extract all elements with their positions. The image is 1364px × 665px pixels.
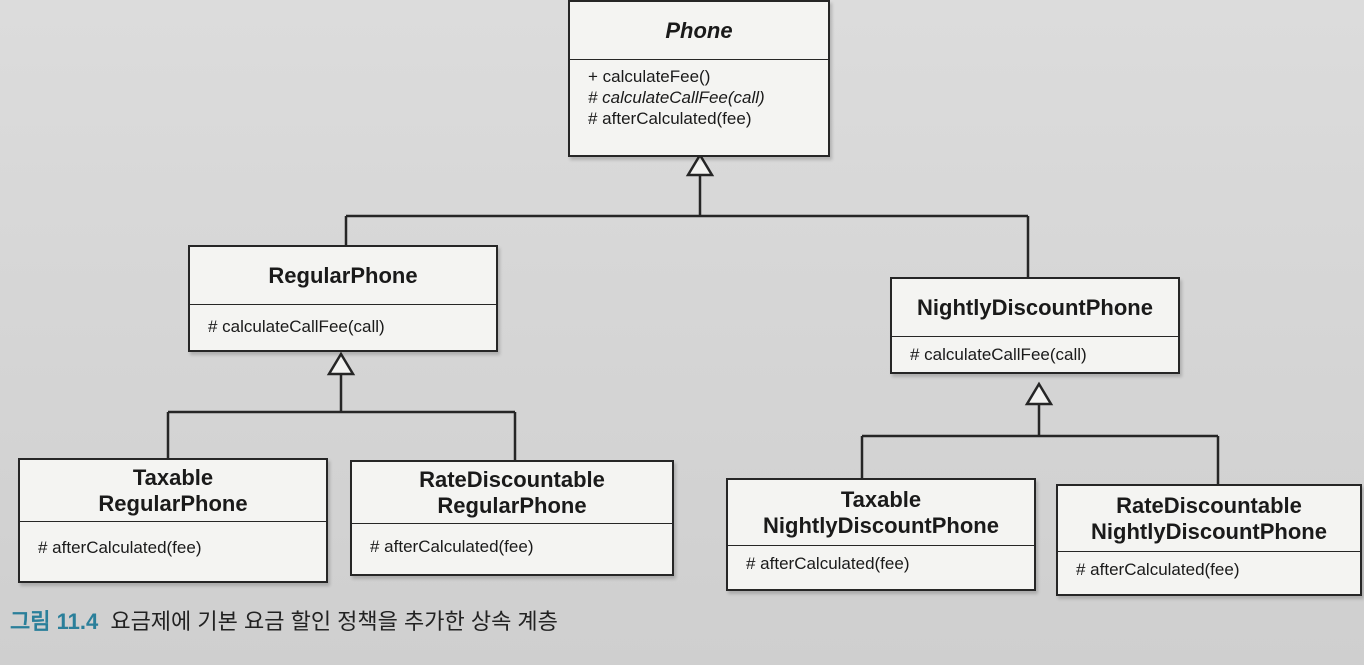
inheritance-arrowhead-regular-phone [326,351,356,376]
class-taxable-regular-phone: Taxable RegularPhone # afterCalculated(f… [18,458,328,583]
class-name-line: NightlyDiscountPhone [1091,518,1327,544]
class-taxable-nightly-discount-phone: Taxable NightlyDiscountPhone # afterCalc… [726,478,1036,591]
class-name-line: NightlyDiscountPhone [763,512,999,538]
class-regular-phone: RegularPhone # calculateCallFee(call) [188,245,498,352]
class-name: Phone [570,2,828,60]
operations-list: + calculateFee() # calculateCallFee(call… [570,60,828,129]
class-rate-discountable-nightly-discount-phone: RateDiscountable NightlyDiscountPhone # … [1056,484,1362,596]
class-rate-discountable-regular-phone: RateDiscountable RegularPhone # afterCal… [350,460,674,576]
class-name: RateDiscountable NightlyDiscountPhone [1058,486,1360,552]
operation: # calculateCallFee(call) [208,317,385,336]
class-name: Taxable RegularPhone [20,460,326,522]
operations-list: # afterCalculated(fee) [352,524,672,557]
class-name: Taxable NightlyDiscountPhone [728,480,1034,546]
class-name-line: RateDiscountable [419,466,605,492]
operations-list: # calculateCallFee(call) [892,337,1178,365]
operation: # afterCalculated(fee) [588,109,752,128]
class-name: NightlyDiscountPhone [892,279,1178,337]
operation: # afterCalculated(fee) [1076,560,1240,579]
class-name-line: RateDiscountable [1116,492,1302,518]
figure-title: 요금제에 기본 요금 할인 정책을 추가한 상속 계층 [110,609,558,634]
class-name-line: RegularPhone [98,490,248,516]
figure-number: 그림 11.4 [10,609,99,634]
class-name: RateDiscountable RegularPhone [352,462,672,524]
class-name-line: Taxable [132,464,214,490]
operation: # afterCalculated(fee) [38,538,202,557]
class-name-line: RegularPhone [437,492,587,518]
class-name-line: Taxable [840,486,922,512]
class-name: RegularPhone [190,247,496,305]
class-nightly-discount-phone: NightlyDiscountPhone # calculateCallFee(… [890,277,1180,374]
operations-list: # afterCalculated(fee) [728,546,1034,574]
class-phone: Phone + calculateFee() # calculateCallFe… [568,0,830,157]
figure-caption: 그림 11.4 요금제에 기본 요금 할인 정책을 추가한 상속 계층 [10,604,558,636]
operations-list: # calculateCallFee(call) [190,305,496,337]
operation: + calculateFee() [588,67,711,86]
inheritance-arrowhead-nightly-discount-phone [1024,381,1054,406]
operation: # afterCalculated(fee) [746,554,910,573]
operation: # calculateCallFee(call) [910,345,1087,364]
operation: # calculateCallFee(call) [588,88,765,107]
operations-list: # afterCalculated(fee) [20,522,326,558]
operations-list: # afterCalculated(fee) [1058,552,1360,580]
inheritance-arrowhead-phone [685,152,715,177]
operation: # afterCalculated(fee) [370,537,534,556]
